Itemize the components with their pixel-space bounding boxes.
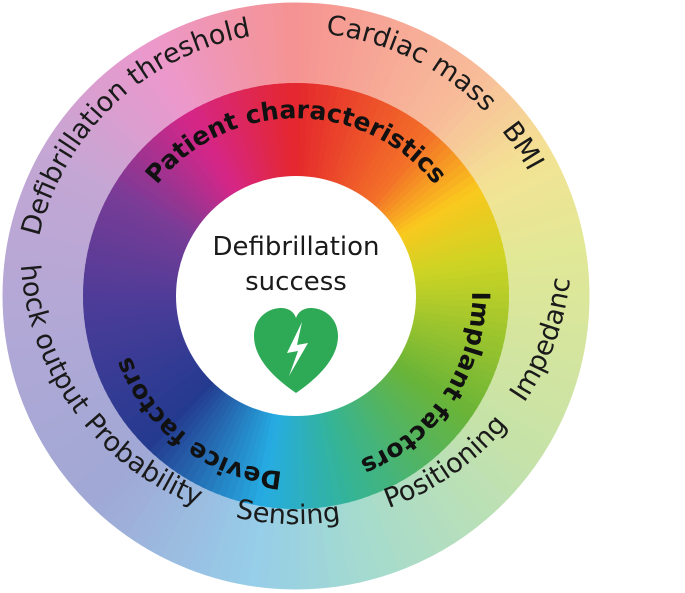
center-disc bbox=[176, 176, 416, 416]
heart-lightning-icon bbox=[254, 308, 338, 393]
center-title-line1: Defibrillation bbox=[213, 232, 380, 262]
outer-ring-border bbox=[1, 1, 591, 591]
factor-label-sensing: Sensing bbox=[234, 494, 342, 531]
center-title-line2: success bbox=[245, 267, 347, 297]
